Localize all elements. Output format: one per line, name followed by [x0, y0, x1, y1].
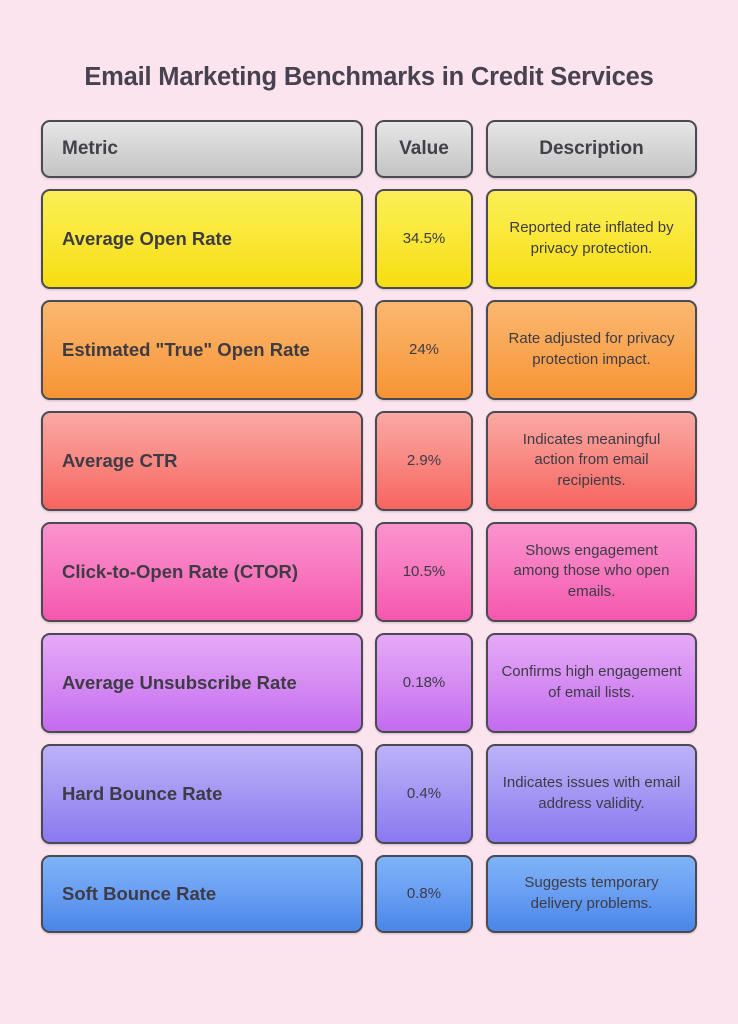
- cell-value: 2.9%: [375, 410, 473, 511]
- table-row: Hard Bounce Rate 0.4% Indicates issues w…: [41, 743, 698, 844]
- value-label: 10.5%: [402, 563, 446, 581]
- page-title: Email Marketing Benchmarks in Credit Ser…: [84, 63, 654, 91]
- cell-value: 34.5%: [375, 188, 473, 289]
- metric-label: Average Unsubscribe Rate: [62, 671, 297, 693]
- header-cell-metric: Metric: [41, 119, 363, 178]
- cell-value: 24%: [375, 299, 473, 400]
- cell-metric: Hard Bounce Rate: [41, 743, 363, 844]
- table-row: Estimated "True" Open Rate 24% Rate adju…: [41, 299, 698, 400]
- cell-metric: Estimated "True" Open Rate: [41, 299, 363, 400]
- cell-description: Reported rate inflated by privacy protec…: [486, 188, 697, 289]
- cell-description: Indicates meaningful action from email r…: [486, 410, 697, 511]
- header-label-value: Value: [399, 137, 449, 159]
- cell-value: 0.4%: [375, 743, 473, 844]
- cell-metric: Average Open Rate: [41, 188, 363, 289]
- cell-metric: Soft Bounce Rate: [41, 854, 363, 933]
- value-label: 34.5%: [402, 230, 446, 248]
- metric-label: Soft Bounce Rate: [62, 882, 217, 904]
- description-label: Indicates meaningful action from email r…: [522, 431, 661, 489]
- metric-label: Hard Bounce Rate: [62, 782, 223, 804]
- table-row: Soft Bounce Rate 0.8% Suggests temporary…: [41, 854, 698, 933]
- metric-label: Average Open Rate: [62, 227, 232, 249]
- value-label: 0.18%: [402, 674, 446, 692]
- cell-description: Confirms high engagement of email lists.: [486, 632, 697, 733]
- cell-description: Rate adjusted for privacy protection imp…: [486, 299, 697, 400]
- description-label: Indicates issues with email address vali…: [502, 774, 681, 812]
- header-cell-description: Description: [486, 119, 697, 178]
- cell-metric: Average CTR: [41, 410, 363, 511]
- cell-value: 0.18%: [375, 632, 473, 733]
- table-row: Click-to-Open Rate (CTOR) 10.5% Shows en…: [41, 521, 698, 622]
- cell-description: Indicates issues with email address vali…: [486, 743, 697, 844]
- cell-value: 0.8%: [375, 854, 473, 933]
- value-label: 24%: [408, 341, 440, 359]
- description-label: Rate adjusted for privacy protection imp…: [508, 330, 675, 368]
- cell-metric: Average Unsubscribe Rate: [41, 632, 363, 733]
- cell-description: Suggests temporary delivery problems.: [486, 854, 697, 933]
- metric-label: Estimated "True" Open Rate: [62, 338, 310, 360]
- cell-value: 10.5%: [375, 521, 473, 622]
- table-header-row: Metric Value Description: [41, 119, 698, 178]
- description-label: Shows engagement among those who open em…: [513, 542, 670, 600]
- metric-label: Average CTR: [62, 449, 178, 471]
- table-row: Average Unsubscribe Rate 0.18% Confirms …: [41, 632, 698, 733]
- cell-description: Shows engagement among those who open em…: [486, 521, 697, 622]
- benchmarks-table: Metric Value Description Average Open Ra…: [0, 119, 738, 933]
- metric-label: Click-to-Open Rate (CTOR): [62, 560, 299, 582]
- description-label: Confirms high engagement of email lists.: [501, 663, 682, 701]
- header-label-metric: Metric: [62, 137, 118, 159]
- value-label: 2.9%: [406, 452, 442, 470]
- value-label: 0.8%: [406, 885, 442, 903]
- table-row: Average CTR 2.9% Indicates meaningful ac…: [41, 410, 698, 511]
- header-cell-value: Value: [375, 119, 473, 178]
- header-label-description: Description: [539, 137, 644, 159]
- table-row: Average Open Rate 34.5% Reported rate in…: [41, 188, 698, 289]
- description-label: Reported rate inflated by privacy protec…: [509, 219, 674, 257]
- value-label: 0.4%: [406, 785, 442, 803]
- cell-metric: Click-to-Open Rate (CTOR): [41, 521, 363, 622]
- description-label: Suggests temporary delivery problems.: [524, 874, 659, 912]
